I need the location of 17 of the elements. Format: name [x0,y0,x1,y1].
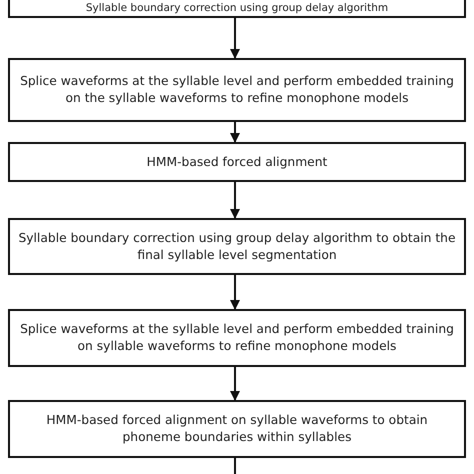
process-box [8,400,466,458]
arrow [230,18,240,59]
arrow [230,367,240,401]
process-box [8,142,466,182]
arrow [230,182,240,219]
step-text: Syllable boundary correction using group delay algorithm to obtain the final syllable level segmentation [17,230,457,264]
process-box [8,58,466,122]
step-text: Splice waveforms at the syllable level and perform embedded training on syllable waveforms to refine monophone models [19,321,455,355]
arrow [230,122,240,143]
step-text: HMM-based forced alignment on syllable waveforms to obtain phoneme boundaries within syllables [45,412,429,446]
step-text: HMM-based forced alignment [146,154,328,170]
process-box [8,218,466,275]
process-box [8,0,466,18]
step-text: Syllable boundary correction using group delay algorithm [86,2,388,14]
process-box [8,309,466,367]
step-text: Splice waveforms at the syllable level and perform embedded training on the syllable waveforms to refine monophone models [19,73,455,107]
arrow [230,275,240,310]
